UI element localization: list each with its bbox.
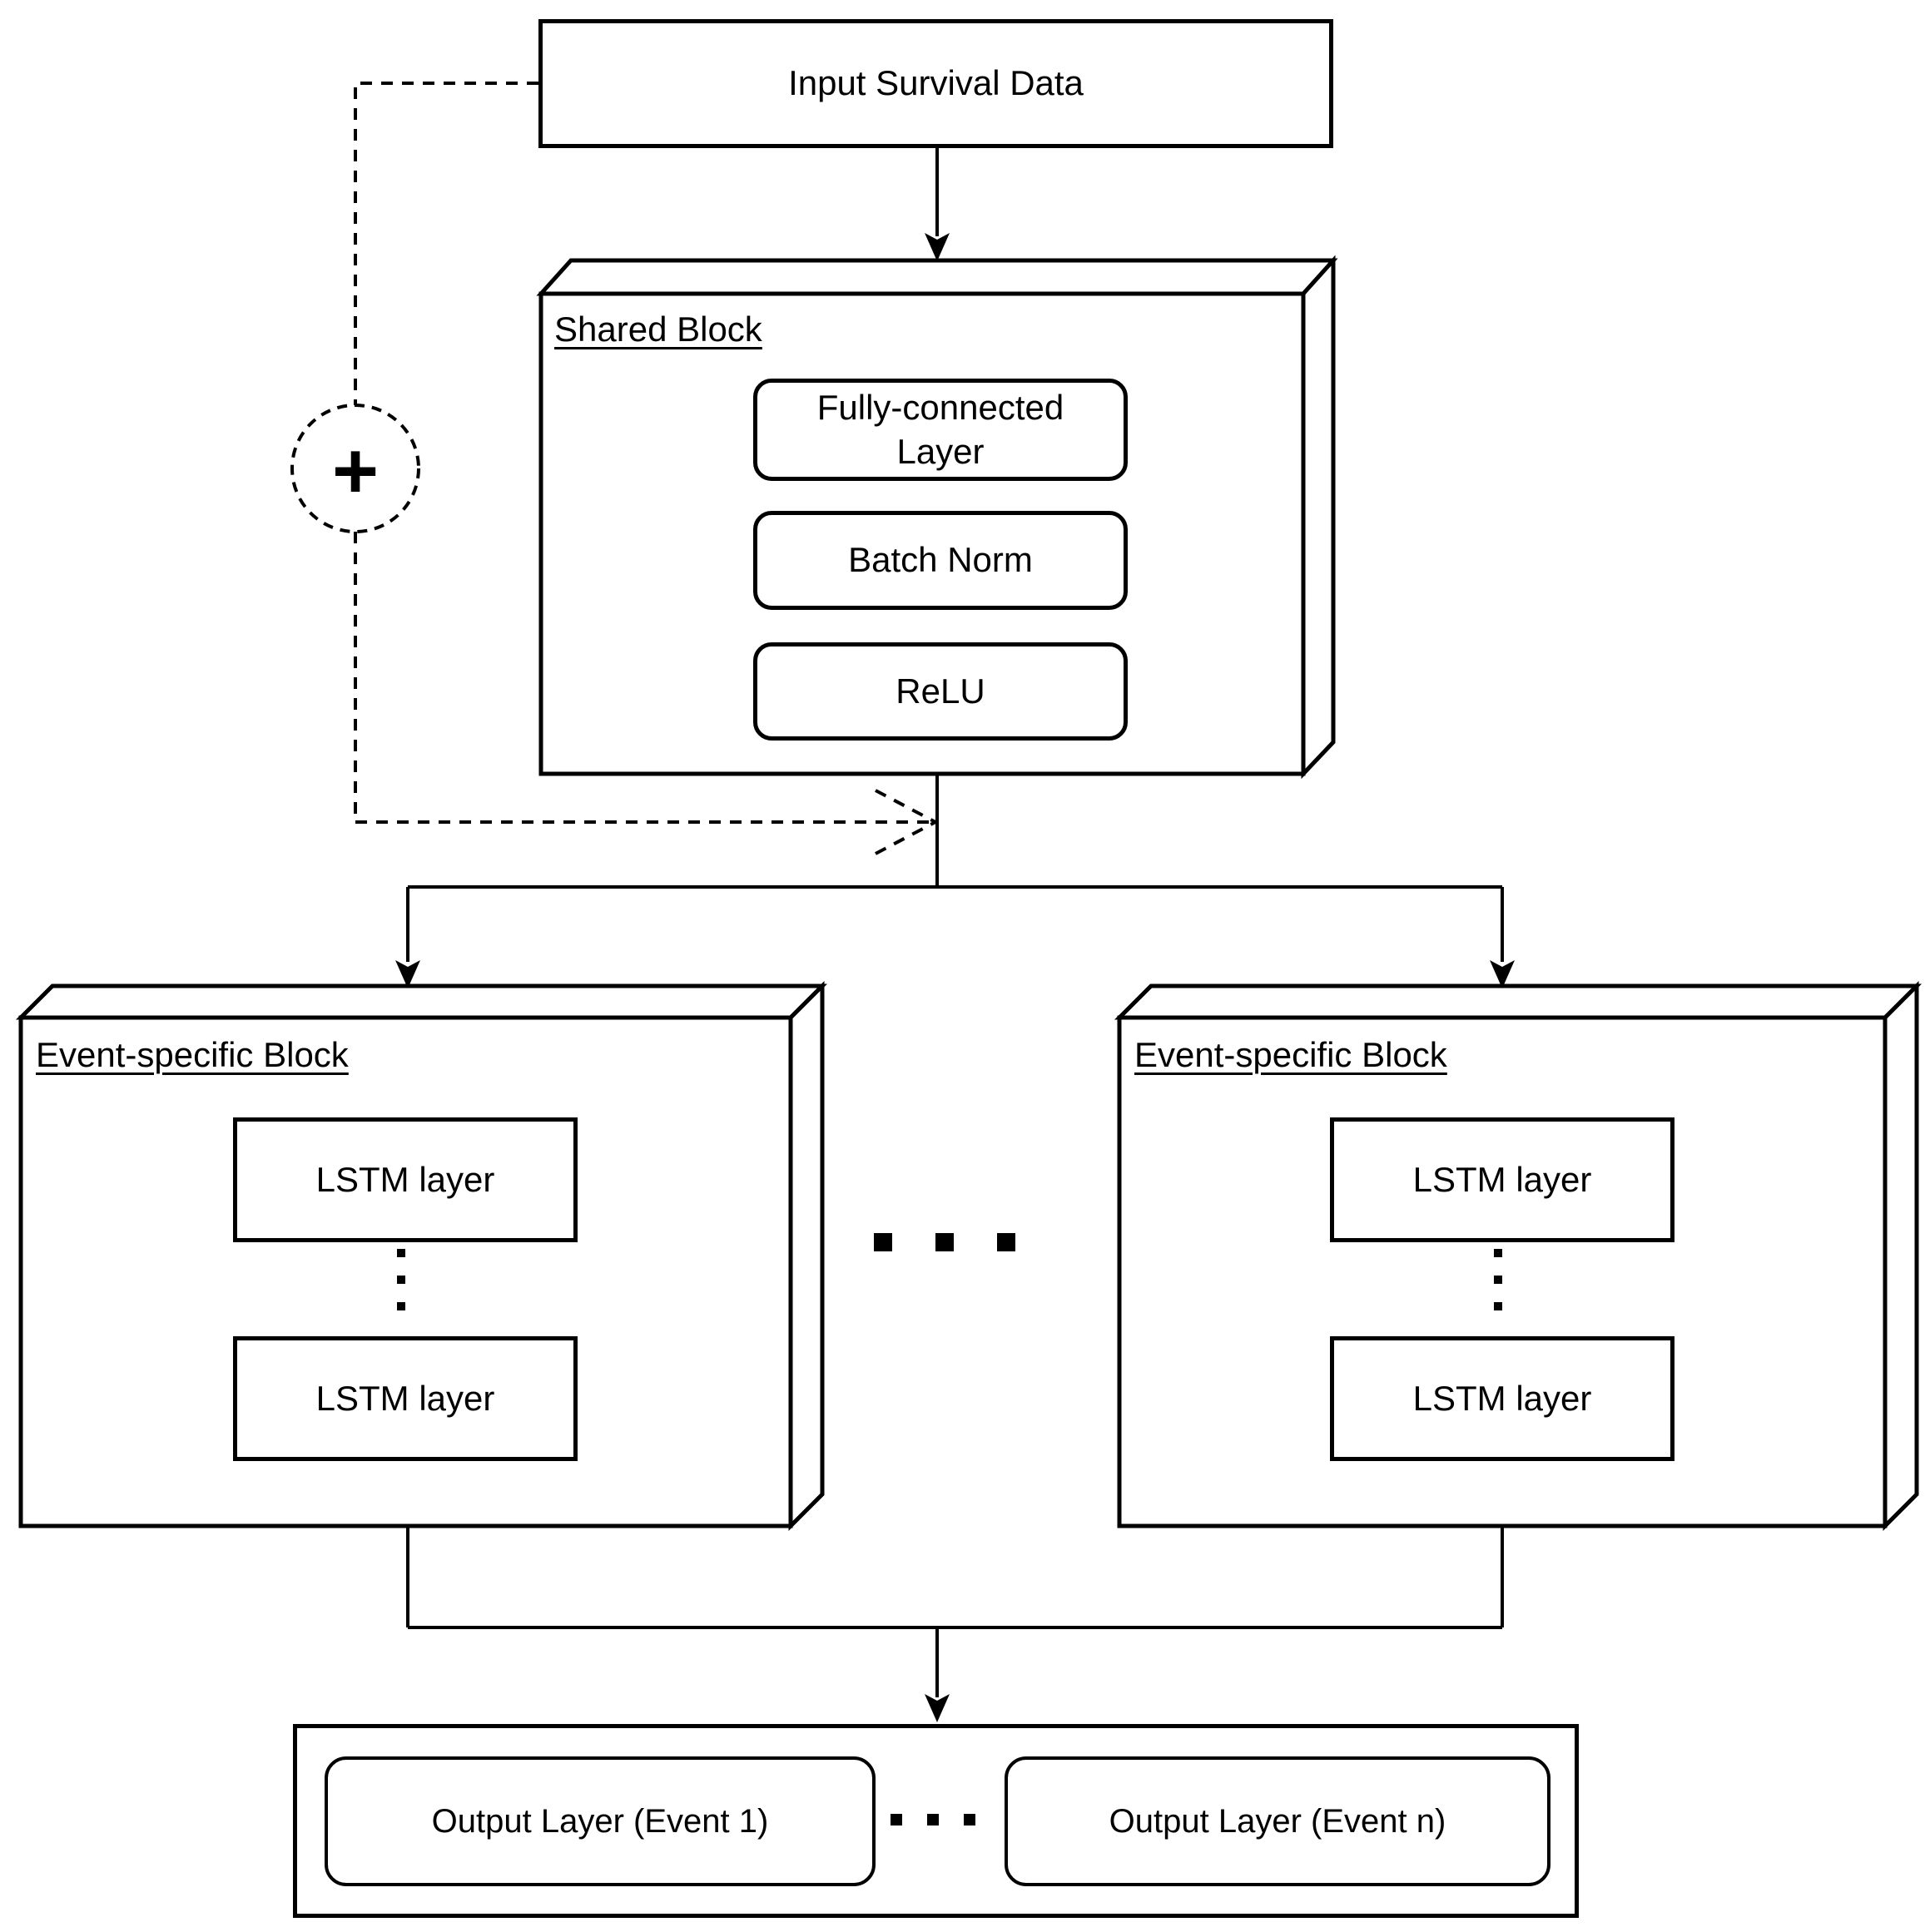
lstm-layer-box: LSTM layer [233,1336,578,1461]
input-data-label: Input Survival Data [788,63,1084,103]
vertical-ellipsis-icon [397,1249,405,1310]
shared-block-title: Shared Block [554,310,762,349]
skip-connection-dashed-line [354,82,936,855]
event-block-right-title: Event-specific Block [1134,1035,1447,1074]
output-collector [406,1526,1504,1722]
output-layer-eventn-box: Output Layer (Event n) [1005,1756,1550,1886]
relu-box: ReLU [753,642,1128,741]
event-block-left-title: Event-specific Block [36,1035,349,1074]
output-layer-event1-box: Output Layer (Event 1) [325,1756,876,1886]
sum-node: + [290,404,420,533]
fully-connected-layer-box: Fully-connected Layer [753,379,1128,481]
fully-connected-layer-label: Fully-connected Layer [816,388,1064,471]
lstm-layer-box: LSTM layer [233,1117,578,1242]
relu-label: ReLU [896,671,985,711]
shared-output-trunk [395,774,1515,988]
lstm-layer-box: LSTM layer [1330,1336,1674,1461]
output-layer-event1-label: Output Layer (Event 1) [431,1803,769,1840]
lstm-layer-box: LSTM layer [1330,1117,1674,1242]
output-layer-eventn-label: Output Layer (Event n) [1109,1803,1446,1840]
lstm-layer-label: LSTM layer [315,1159,495,1199]
plus-icon: + [332,427,379,516]
lstm-layer-label: LSTM layer [315,1378,495,1418]
input-data-box: Input Survival Data [538,19,1333,148]
horizontal-ellipsis-small-icon [891,1814,975,1825]
batch-norm-label: Batch Norm [848,540,1033,580]
event-block-left-cube [15,980,828,1532]
batch-norm-box: Batch Norm [753,511,1128,610]
arrow-input-to-shared [925,148,950,261]
lstm-layer-label: LSTM layer [1412,1159,1592,1199]
lstm-layer-label: LSTM layer [1412,1378,1592,1418]
vertical-ellipsis-icon [1494,1249,1502,1310]
horizontal-ellipsis-icon [874,1233,1015,1251]
